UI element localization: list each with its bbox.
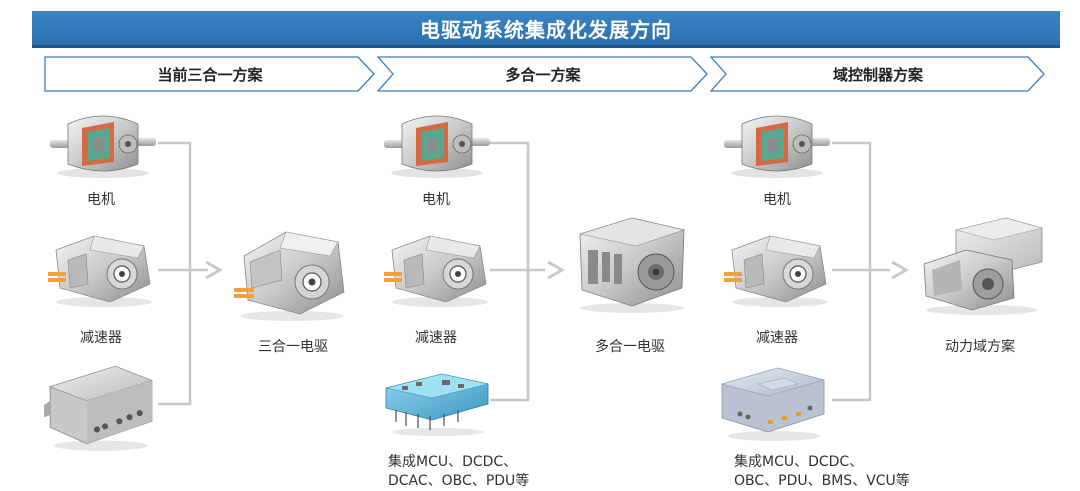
caption-gearbox: 减速器 bbox=[756, 330, 798, 346]
caption-motor: 电机 bbox=[763, 192, 791, 208]
chevron-shape bbox=[377, 56, 708, 92]
caption-multi-in-one: 多合一电驱 bbox=[595, 339, 665, 355]
title-banner: 电驱动系统集成化发展方向 bbox=[32, 11, 1060, 48]
gearbox-image bbox=[722, 228, 832, 308]
caption-gearbox: 减速器 bbox=[80, 330, 122, 346]
three-in-one-drive-image bbox=[230, 222, 350, 322]
integration-note-line: 集成MCU、DCDC、 bbox=[734, 454, 864, 470]
gearbox-image bbox=[46, 228, 156, 308]
column-header-label: 当前三合一方案 bbox=[157, 65, 263, 84]
column-header-label: 多合一方案 bbox=[505, 65, 581, 84]
gearbox-image bbox=[382, 228, 492, 308]
chevron-shape bbox=[44, 56, 375, 92]
column-header-multi-in-one: 多合一方案 bbox=[377, 56, 709, 92]
power-domain-image bbox=[916, 216, 1046, 316]
caption-three-in-one: 三合一电驱 bbox=[258, 339, 328, 355]
column-header-domain-controller: 域控制器方案 bbox=[710, 56, 1046, 92]
column-header-label: 域控制器方案 bbox=[832, 65, 923, 84]
integration-note-line: DCAC、OBC、PDU等 bbox=[388, 473, 530, 489]
integration-note-line: 集成MCU、DCDC、 bbox=[388, 454, 518, 470]
caption-gearbox: 减速器 bbox=[415, 330, 457, 346]
mcu-board-image bbox=[382, 368, 492, 438]
chevron-shape bbox=[710, 56, 1045, 92]
column-header-three-in-one: 当前三合一方案 bbox=[44, 56, 376, 92]
multi-in-one-drive-image bbox=[570, 214, 690, 314]
caption-power-domain: 动力域方案 bbox=[945, 339, 1015, 355]
arrow-icon bbox=[891, 260, 910, 280]
integration-note: 集成MCU、DCDC、 OBC、PDU、BMS、VCU等 bbox=[734, 453, 910, 491]
motor-image bbox=[382, 110, 492, 180]
caption-motor: 电机 bbox=[422, 192, 450, 208]
controller-image bbox=[44, 360, 156, 452]
domain-controller-box-image bbox=[718, 362, 828, 442]
caption-motor: 电机 bbox=[87, 192, 115, 208]
integration-note-line: OBC、PDU、BMS、VCU等 bbox=[734, 473, 910, 489]
page-title: 电驱动系统集成化发展方向 bbox=[420, 17, 672, 42]
motor-image bbox=[48, 110, 158, 180]
motor-image bbox=[722, 110, 832, 180]
arrow-icon bbox=[205, 260, 224, 280]
arrow-icon bbox=[547, 260, 566, 280]
integration-note: 集成MCU、DCDC、 DCAC、OBC、PDU等 bbox=[388, 453, 529, 491]
